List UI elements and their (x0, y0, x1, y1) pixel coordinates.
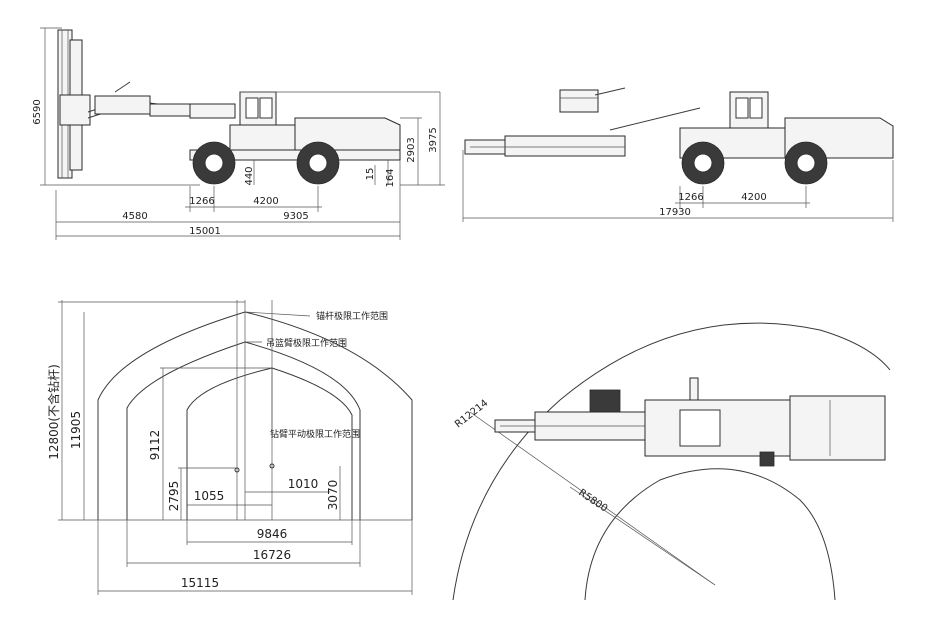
wheel-front (192, 141, 236, 185)
dim-offset-left: 1055 (194, 489, 225, 503)
drill-mast (57, 29, 91, 179)
side-view: 6590 3975 2903 440 15 164 1266 4200 4580… (32, 27, 445, 240)
outer-turning-arc (452, 322, 891, 601)
wheel-front-2 (681, 141, 725, 185)
boom-folded (464, 107, 701, 157)
dim-wheelbase: 4200 (253, 196, 278, 207)
boom-arm (87, 81, 236, 119)
dim-a: 15 (365, 168, 376, 181)
wheel-rear-2 (784, 141, 828, 185)
dim-height-bolt: 11905 (69, 411, 83, 449)
label-boom-range: 钻臂平动极限工作范围 (270, 428, 360, 440)
dim-body-length: 9305 (283, 211, 308, 222)
transport-view: 1266 4200 17930 (462, 87, 894, 222)
dim-height-boom: 2795 (167, 481, 181, 512)
machine-plan (494, 377, 886, 467)
dim-height-max: 12800(不含钻杆) (46, 364, 61, 460)
dim-total-length-2: 17930 (659, 207, 691, 218)
dim-height-right: 3070 (326, 480, 340, 511)
dim-height-total: 6590 (32, 99, 43, 124)
basket (559, 87, 626, 113)
dim-total-length: 15001 (189, 226, 221, 237)
dim-wheelbase-2: 4200 (741, 192, 766, 203)
dim-ground-clearance: 440 (244, 166, 255, 185)
inner-turning-arc (584, 468, 836, 601)
dim-height-basket: 9112 (148, 430, 162, 461)
wheel-rear (296, 141, 340, 185)
dim-height-cab: 3975 (428, 127, 439, 152)
dim-front-axle-2: 1266 (678, 192, 703, 203)
dim-offset-right: 1010 (288, 477, 319, 491)
turning-view: R12214 R5800 (452, 322, 891, 601)
dim-front-axle: 1266 (189, 196, 214, 207)
label-basket-range: 吊篮臂极限工作范围 (266, 337, 347, 349)
dim-width-boom: 9846 (257, 527, 288, 541)
dim-width-basket: 16726 (253, 548, 291, 562)
label-bolt-range: 锚杆极限工作范围 (316, 310, 388, 322)
tunnel-view: 锚杆极限工作范围 吊篮臂极限工作范围 钻臂平动极限工作范围 12800(不含钻杆… (46, 300, 413, 595)
dim-height-body: 2903 (406, 137, 417, 162)
label-outer-radius: R12214 (453, 398, 490, 431)
label-inner-radius: R5800 (576, 487, 609, 514)
dim-b: 164 (385, 168, 396, 187)
dim-rear-overhang: 4580 (122, 211, 147, 222)
bolt-range-outline (97, 311, 413, 520)
dim-width-bolt: 15115 (181, 576, 219, 590)
